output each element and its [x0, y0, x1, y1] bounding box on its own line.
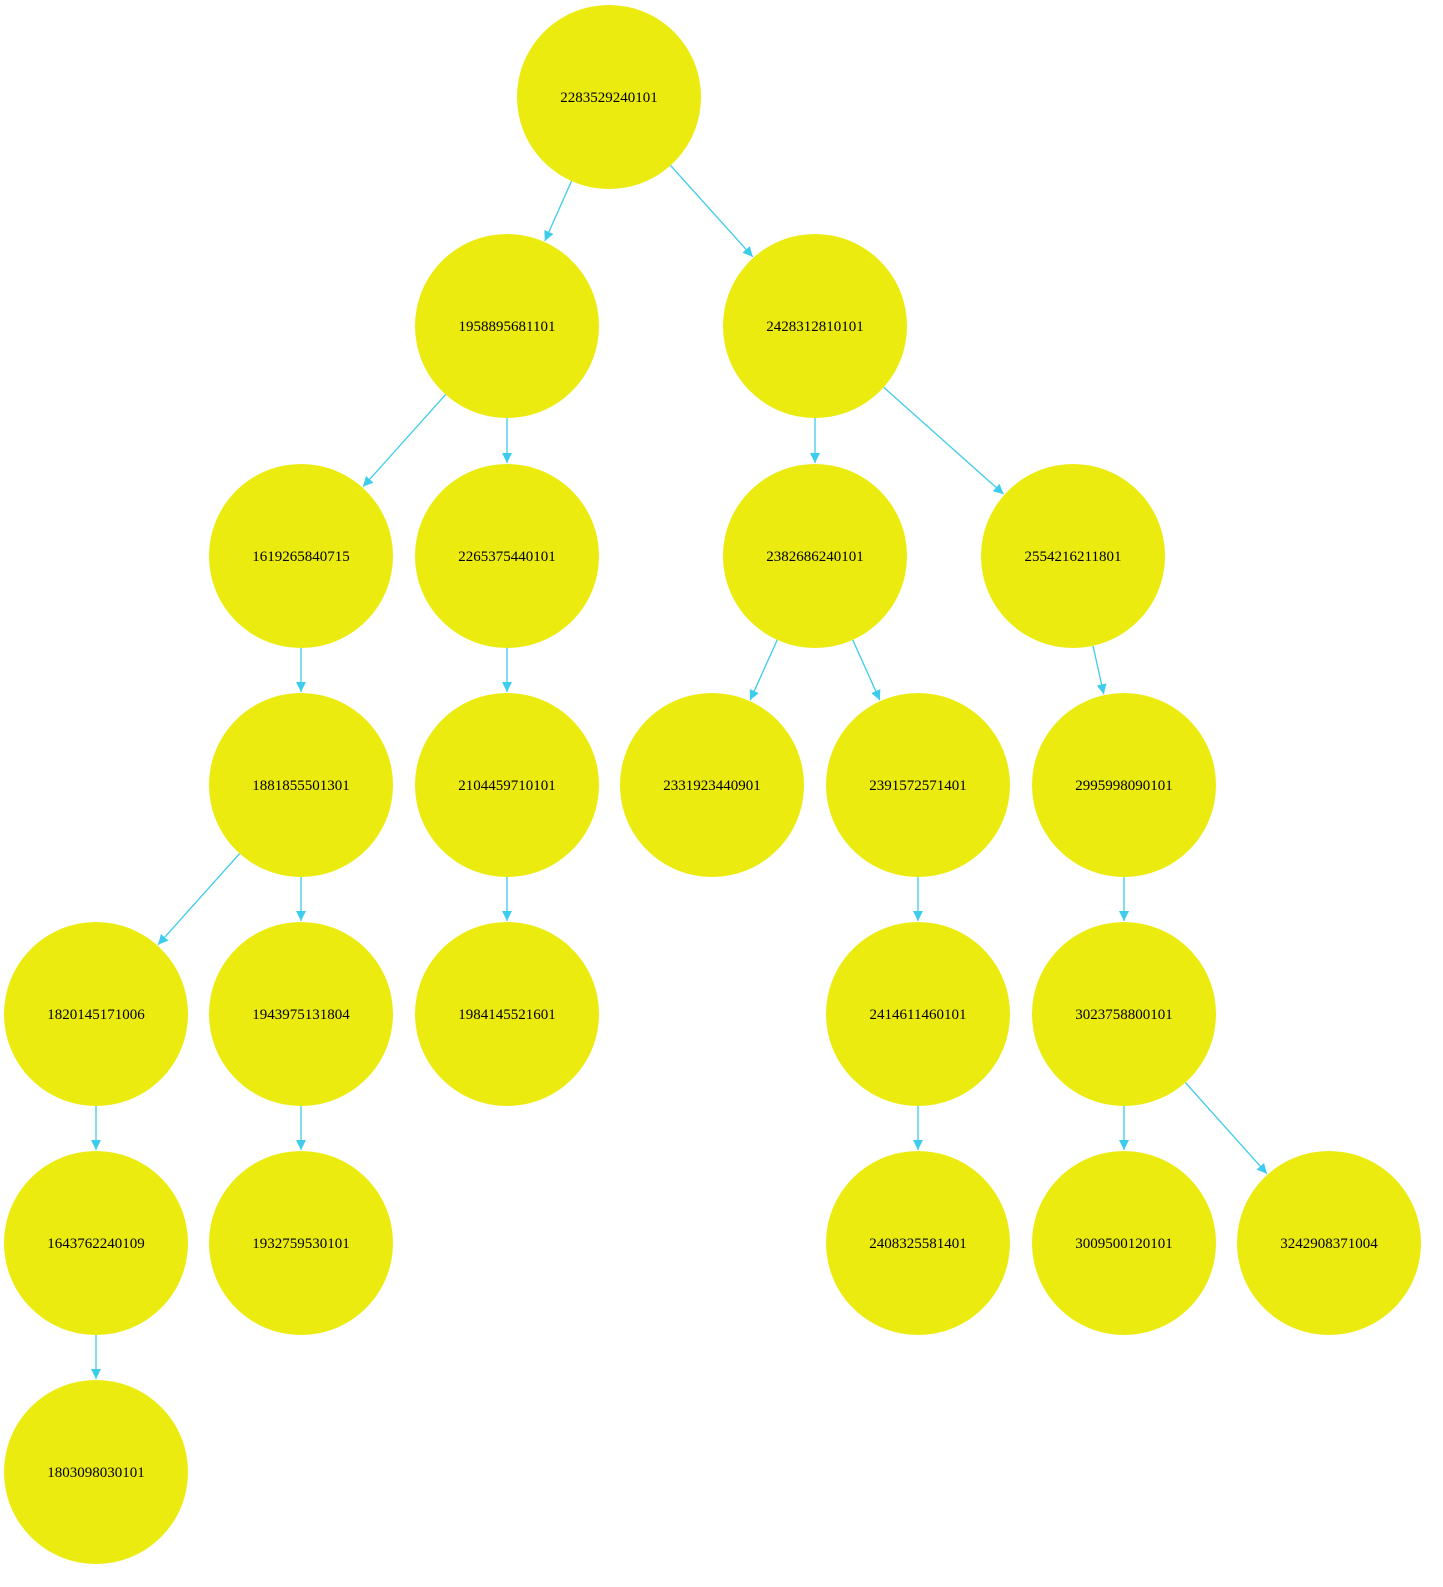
tree-node: 3009500120101 [1032, 1151, 1216, 1335]
tree-node: 1803098030101 [4, 1380, 188, 1564]
node-circle [4, 1380, 188, 1564]
node-circle [415, 234, 599, 418]
node-label: 1943975131804 [252, 1007, 350, 1023]
node-label: 2382686240101 [766, 549, 864, 565]
tree-node: 1643762240109 [4, 1151, 188, 1335]
nodes-layer: 2283529240101 1958895681101 2428312810101 1… [4, 5, 1421, 1564]
node-label: 2995998090101 [1075, 778, 1173, 794]
tree-node: 2104459710101 [415, 693, 599, 877]
node-circle [209, 1151, 393, 1335]
node-circle [1032, 693, 1216, 877]
node-label: 2408325581401 [869, 1236, 967, 1252]
node-circle [826, 922, 1010, 1106]
tree-node: 2283529240101 [517, 5, 701, 189]
node-label: 2104459710101 [458, 778, 556, 794]
tree-node: 1958895681101 [415, 234, 599, 418]
node-circle [1032, 1151, 1216, 1335]
node-label: 2265375440101 [458, 549, 556, 565]
edge-arrow [749, 639, 778, 701]
node-label: 2414611460101 [870, 1007, 967, 1023]
tree-node: 2408325581401 [826, 1151, 1010, 1335]
tree-node: 3242908371004 [1237, 1151, 1421, 1335]
node-circle [209, 693, 393, 877]
node-circle [415, 693, 599, 877]
edge-arrow [1184, 1082, 1268, 1175]
node-circle [1032, 922, 1216, 1106]
edge-arrow [362, 394, 447, 488]
node-circle [826, 693, 1010, 877]
node-label: 3023758800101 [1075, 1007, 1173, 1023]
tree-node: 2428312810101 [723, 234, 907, 418]
tree-node: 2331923440901 [620, 693, 804, 877]
tree-node: 2995998090101 [1032, 693, 1216, 877]
edge-arrow [1092, 645, 1107, 695]
node-circle [209, 464, 393, 648]
node-label: 1881855501301 [252, 778, 350, 794]
node-circle [826, 1151, 1010, 1335]
node-label: 1803098030101 [47, 1465, 145, 1481]
node-label: 2283529240101 [560, 90, 658, 106]
node-label: 1984145521601 [458, 1007, 556, 1023]
tree-node: 2382686240101 [723, 464, 907, 648]
node-circle [4, 922, 188, 1106]
node-circle [723, 234, 907, 418]
edge-arrow [544, 180, 573, 242]
tree-node: 2414611460101 [826, 922, 1010, 1106]
node-circle [723, 464, 907, 648]
node-label: 2391572571401 [869, 778, 967, 794]
node-label: 2428312810101 [766, 319, 864, 335]
edge-arrow [670, 164, 754, 258]
edge-arrow [157, 853, 241, 946]
node-circle [517, 5, 701, 189]
tree-node: 1881855501301 [209, 693, 393, 877]
edges-layer [91, 164, 1268, 1379]
tree-node: 1619265840715 [209, 464, 393, 648]
node-circle [209, 922, 393, 1106]
tree-node: 1932759530101 [209, 1151, 393, 1335]
node-circle [4, 1151, 188, 1335]
tree-node: 3023758800101 [1032, 922, 1216, 1106]
node-label: 1932759530101 [252, 1236, 350, 1252]
tree-node: 2265375440101 [415, 464, 599, 648]
node-circle [1237, 1151, 1421, 1335]
tree-node: 2554216211801 [981, 464, 1165, 648]
node-label: 1958895681101 [459, 319, 556, 335]
node-label: 3009500120101 [1075, 1236, 1173, 1252]
node-label: 3242908371004 [1280, 1236, 1378, 1252]
edge-arrow [852, 639, 881, 701]
node-circle [620, 693, 804, 877]
node-circle [415, 464, 599, 648]
tree-node: 2391572571401 [826, 693, 1010, 877]
tree-node: 1984145521601 [415, 922, 599, 1106]
edge-arrow [883, 386, 1005, 495]
node-circle [415, 922, 599, 1106]
node-label: 1820145171006 [47, 1007, 145, 1023]
tree-node: 1943975131804 [209, 922, 393, 1106]
node-label: 2554216211801 [1025, 549, 1122, 565]
node-label: 1619265840715 [252, 549, 350, 565]
node-circle [981, 464, 1165, 648]
node-label: 1643762240109 [47, 1236, 145, 1252]
tree-node: 1820145171006 [4, 922, 188, 1106]
node-label: 2331923440901 [663, 778, 761, 794]
